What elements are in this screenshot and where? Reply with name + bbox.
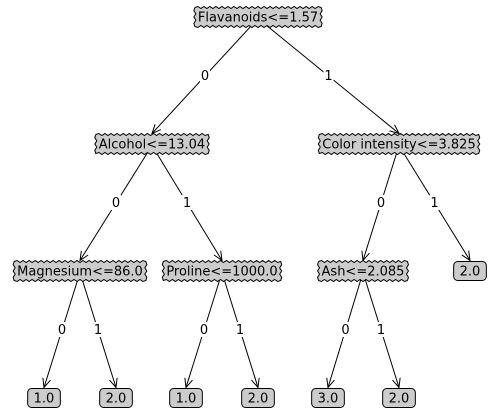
decision-node-label: Color intensity<=3.825: [322, 138, 475, 153]
edge-label: 1: [236, 323, 244, 338]
edge-label-background: [376, 322, 386, 337]
leaf-node-label: 2.0: [389, 392, 410, 407]
leaf-node-box: [453, 261, 487, 281]
leaf-node-box: [27, 388, 61, 408]
decision-node: Proline<=1000.0: [161, 259, 283, 283]
leaf-node-box: [99, 388, 133, 408]
leaf-node-label: 2.0: [248, 392, 269, 407]
decision-node-box: [193, 5, 323, 29]
edge-label: 1: [430, 196, 438, 211]
decision-node-label: Flavanoids<=1.57: [198, 11, 318, 26]
decision-node-box: [317, 132, 481, 156]
leaf-node-box: [382, 388, 416, 408]
leaf-node-label: 3.0: [318, 392, 339, 407]
edge-label-background: [429, 195, 440, 210]
decision-node-box: [12, 259, 148, 283]
edge-label-background: [93, 322, 103, 337]
edge-label-background: [340, 322, 351, 337]
decision-node: Magnesium<=86.0: [12, 259, 148, 283]
decision-node-box: [316, 259, 410, 283]
leaf-node: 2.0: [241, 388, 275, 408]
decision-node: Flavanoids<=1.57: [193, 5, 323, 29]
decision-node-box: [94, 132, 210, 156]
edge-label-background: [182, 195, 192, 210]
leaf-node-label: 2.0: [106, 392, 127, 407]
edge-label: 1: [377, 323, 385, 338]
edge-label-background: [376, 195, 386, 210]
leaf-node: 2.0: [453, 261, 487, 281]
decision-node-label: Proline<=1000.0: [166, 265, 277, 280]
edge-label-background: [200, 68, 210, 83]
edge-label-background: [199, 322, 209, 337]
leaf-node-label: 1.0: [34, 392, 55, 407]
leaf-node: 2.0: [99, 388, 133, 408]
edge-label-background: [111, 195, 121, 210]
leaf-node-label: 1.0: [176, 392, 197, 407]
edge-label: 0: [200, 323, 208, 338]
decision-node-label: Magnesium<=86.0: [17, 265, 143, 280]
edge-label-background: [235, 322, 245, 337]
decision-node: Ash<=2.085: [316, 259, 410, 283]
leaf-node: 3.0: [311, 388, 345, 408]
edge-label: 0: [201, 69, 209, 84]
decision-node: Color intensity<=3.825: [317, 132, 481, 156]
edge-label: 0: [112, 196, 120, 211]
leaf-node-box: [169, 388, 203, 408]
leaf-node-box: [311, 388, 345, 408]
edge-label: 0: [341, 323, 349, 338]
edge-label: 1: [324, 69, 332, 84]
edge-label: 0: [58, 323, 66, 338]
decision-node-box: [161, 259, 283, 283]
decision-node: Alcohol<=13.04: [94, 132, 210, 156]
leaf-node: 1.0: [169, 388, 203, 408]
leaf-node: 1.0: [27, 388, 61, 408]
edge-label-background: [323, 68, 334, 83]
edge-label: 1: [94, 323, 102, 338]
decision-node-label: Alcohol<=13.04: [99, 138, 205, 153]
leaf-node-label: 2.0: [460, 265, 481, 280]
leaf-node-box: [241, 388, 275, 408]
edge-label: 0: [377, 196, 385, 211]
edges-layer: 0 1 0 1 0 1 0 1 0 1 0 1: [44, 18, 470, 388]
edge-label-background: [57, 322, 67, 337]
decision-node-label: Ash<=2.085: [322, 265, 405, 280]
leaf-node: 2.0: [382, 388, 416, 408]
edge-label: 1: [183, 196, 191, 211]
